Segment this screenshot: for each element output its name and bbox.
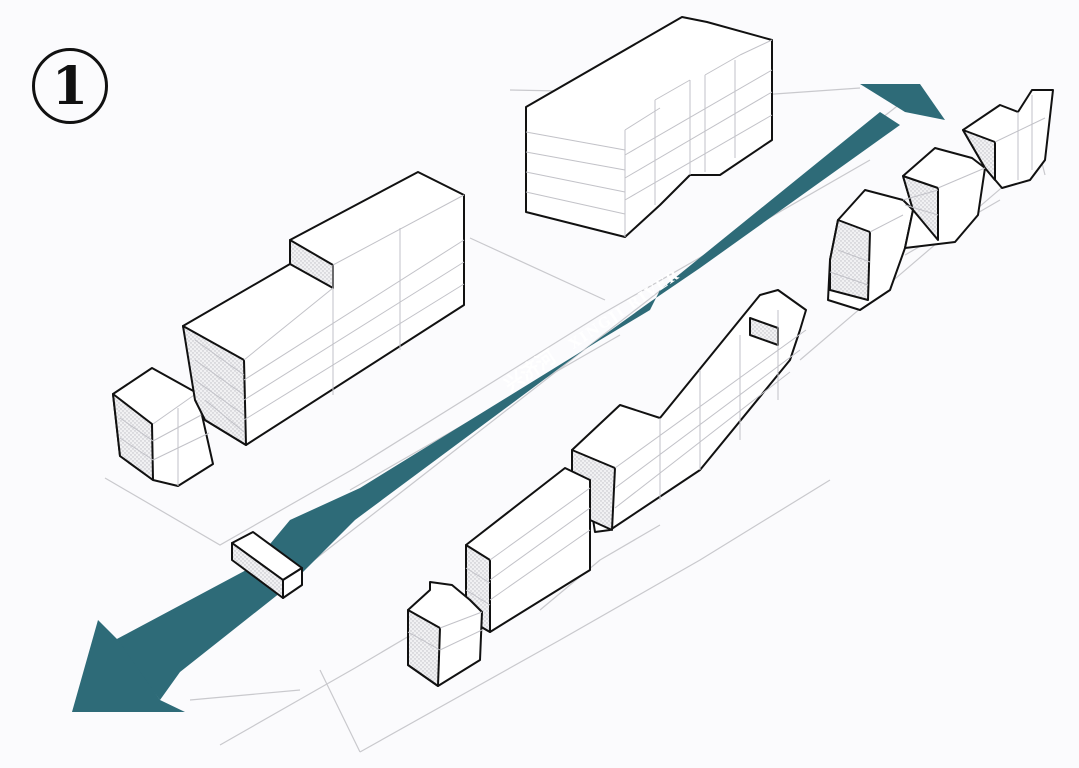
building-top-center	[525, 16, 773, 238]
river-arrow-head-bottom	[72, 620, 185, 712]
building-lower-small	[407, 581, 483, 687]
building-large-left	[182, 171, 465, 446]
step-number: 1	[51, 56, 89, 117]
river-channel	[115, 112, 900, 700]
river-label: 兴济河 XINGJI RIVER	[500, 262, 683, 396]
step-number-badge: 1	[32, 48, 108, 124]
bridge-block	[231, 531, 303, 599]
building-small-hex	[112, 367, 214, 487]
river-label-en: XINGJI RIVER	[567, 267, 683, 353]
building-lower-middle	[465, 467, 591, 633]
river-arrow-head-top	[860, 84, 945, 120]
building-right-cluster	[827, 89, 1054, 311]
building-lower-long	[571, 289, 807, 533]
